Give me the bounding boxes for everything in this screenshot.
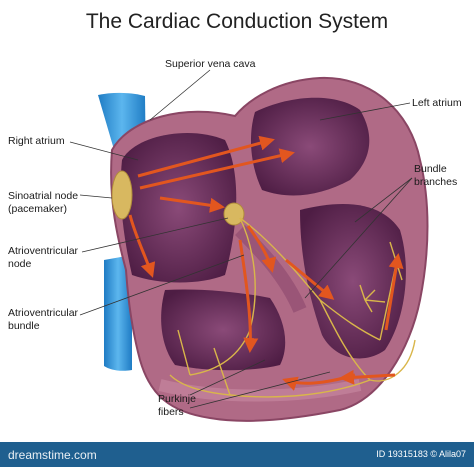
label-purkinje-fibers: Purkinje fibers bbox=[158, 393, 196, 418]
left-ventricle-chamber bbox=[300, 204, 406, 359]
label-left-atrium: Left atrium bbox=[412, 97, 462, 109]
conduction-arrows bbox=[128, 135, 404, 391]
atrioventricular-node bbox=[223, 202, 245, 226]
inferior-vena-cava bbox=[104, 255, 132, 371]
bundle-branches-fibers bbox=[169, 217, 416, 398]
sinoatrial-node bbox=[111, 170, 133, 220]
footer-image-id: ID 19315183 © Alila07 bbox=[376, 449, 466, 459]
label-atrioventricular-bundle: Atrioventricular bundle bbox=[8, 307, 79, 332]
right-ventricle-chamber bbox=[161, 289, 286, 371]
right-atrium-chamber bbox=[120, 132, 237, 283]
left-atrium-chamber bbox=[250, 97, 370, 196]
label-superior-vena-cava: Superior vena cava bbox=[165, 58, 256, 70]
diagram-title: The Cardiac Conduction System bbox=[85, 10, 389, 33]
label-right-atrium: Right atrium bbox=[8, 135, 65, 147]
footer-bar: dreamstime.com ID 19315183 © Alila07 bbox=[0, 442, 474, 467]
label-bundle-branches: Bundle branches bbox=[414, 163, 458, 188]
label-atrioventricular-node: Atrioventricular node bbox=[8, 245, 79, 270]
label-sinoatrial-node: Sinoatrial node (pacemaker) bbox=[8, 190, 79, 215]
leader-lines bbox=[69, 69, 413, 409]
footer-brand: dreamstime.com bbox=[8, 448, 97, 462]
